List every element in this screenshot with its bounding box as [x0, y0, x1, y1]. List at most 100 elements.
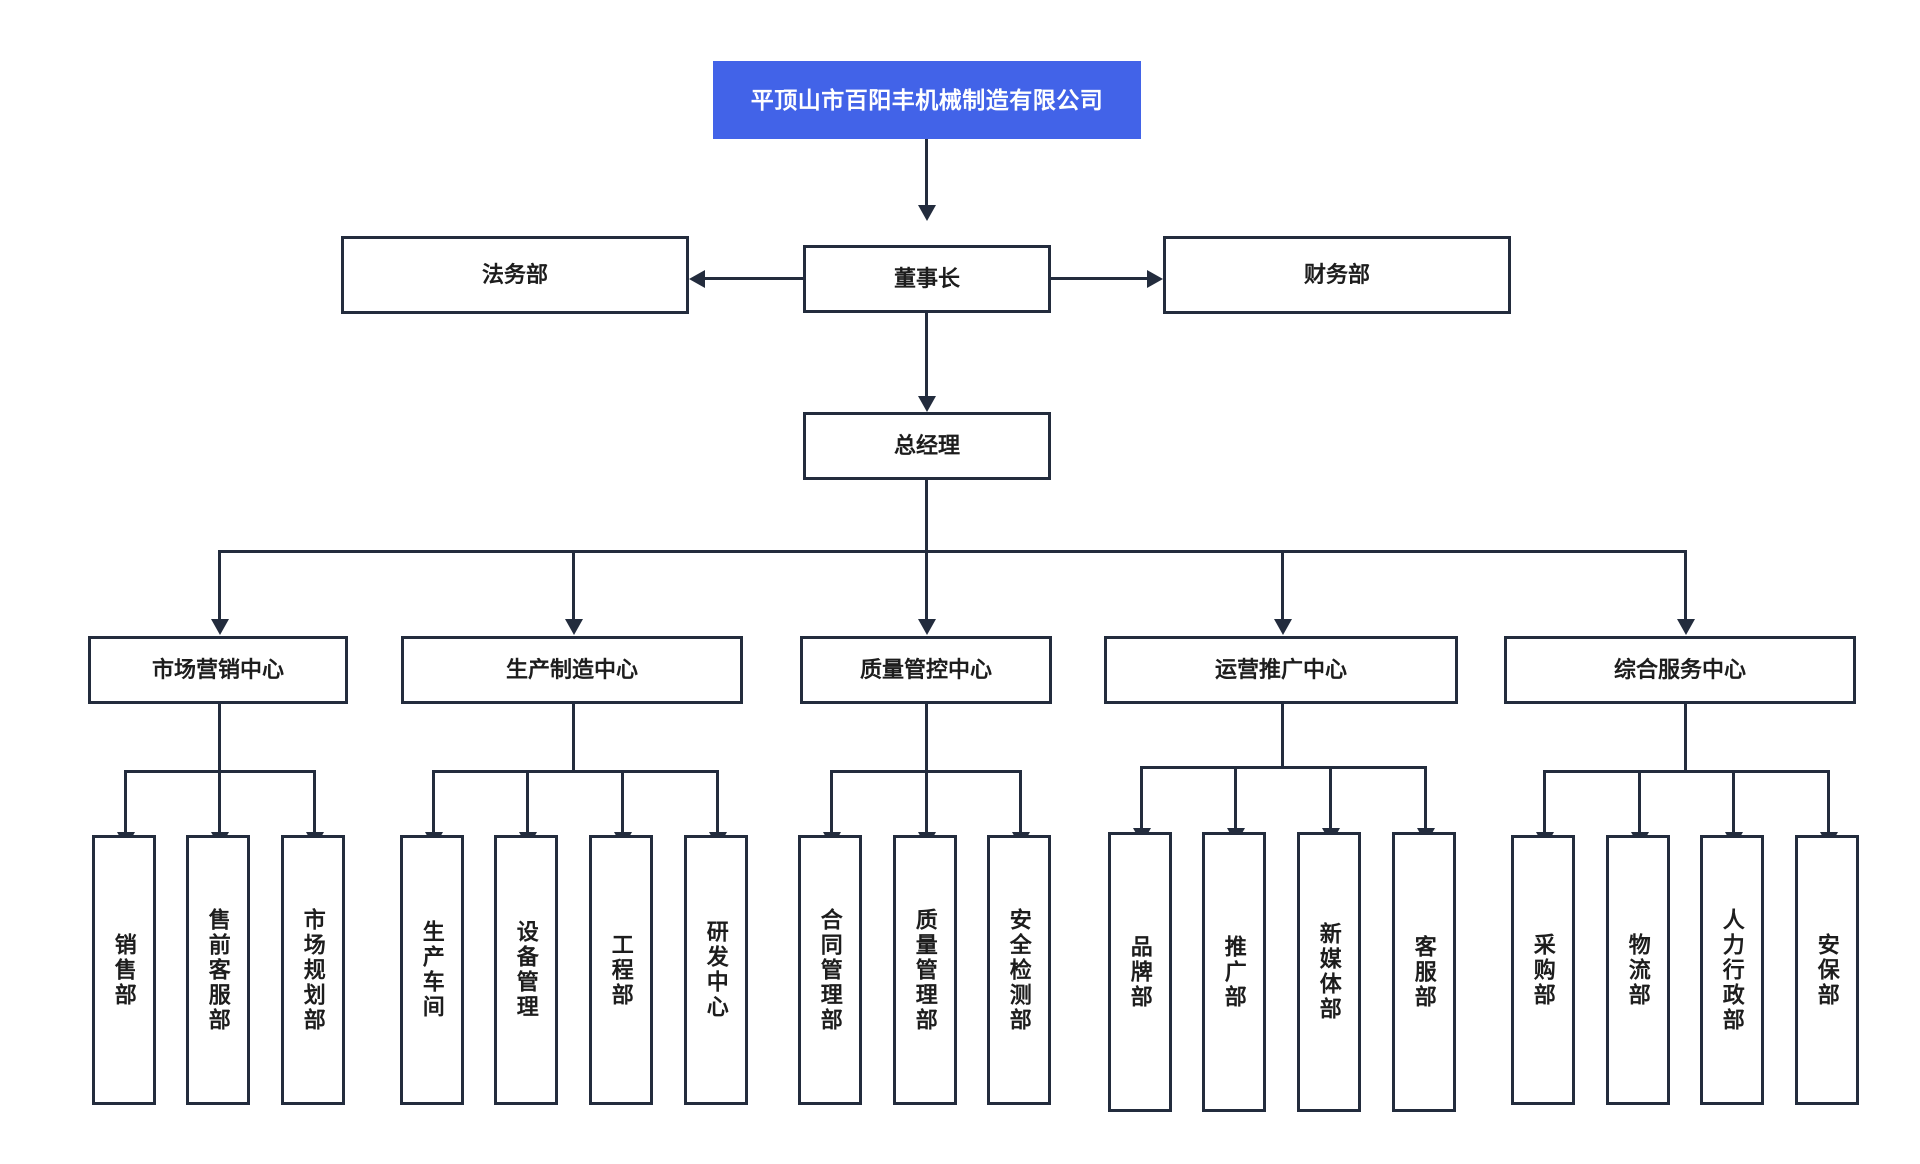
connector-busbar-group-2 — [432, 770, 716, 773]
connector-drop-g1-c1 — [124, 770, 127, 836]
connector-drop-g2-c1 — [432, 770, 435, 836]
node-label: 运营推广中心 — [1214, 657, 1347, 683]
node-label: 客服部 — [1411, 934, 1437, 1010]
connector-drop-center-5 — [1684, 550, 1687, 623]
node-dept-sales[interactable]: 销售部 — [92, 835, 156, 1105]
arrowhead-chairman-to-legal — [689, 270, 705, 288]
node-dept-market-planning[interactable]: 市场规划部 — [281, 835, 345, 1105]
node-label: 合同管理部 — [817, 907, 843, 1033]
node-label: 财务部 — [1303, 262, 1370, 288]
node-dept-presales-service[interactable]: 售前客服部 — [186, 835, 250, 1105]
connector-drop-g3-c1 — [830, 770, 833, 836]
connector-chairman-to-gm — [925, 313, 928, 400]
arrowhead-center-4 — [1274, 619, 1292, 635]
node-dept-promotion[interactable]: 推广部 — [1202, 832, 1266, 1112]
connector-stem-group-3 — [925, 704, 928, 772]
node-center-general-services[interactable]: 综合服务中心 — [1504, 636, 1856, 704]
arrowhead-center-1 — [211, 619, 229, 635]
node-legal-department[interactable]: 法务部 — [341, 236, 689, 314]
connector-stem-group-4 — [1281, 704, 1284, 768]
node-dept-quality-management[interactable]: 质量管理部 — [893, 835, 957, 1105]
connector-drop-g2-c4 — [716, 770, 719, 836]
connector-drop-g4-c4 — [1424, 766, 1427, 832]
connector-drop-g3-c2 — [925, 770, 928, 836]
node-dept-new-media[interactable]: 新媒体部 — [1297, 832, 1361, 1112]
arrowhead-center-2 — [565, 619, 583, 635]
connector-drop-center-1 — [218, 550, 221, 623]
node-chairman[interactable]: 董事长 — [803, 245, 1051, 313]
connector-drop-g2-c3 — [621, 770, 624, 836]
node-center-quality[interactable]: 质量管控中心 — [800, 636, 1052, 704]
connector-drop-g5-c3 — [1732, 770, 1735, 836]
connector-drop-center-4 — [1281, 550, 1284, 623]
node-dept-contract-management[interactable]: 合同管理部 — [798, 835, 862, 1105]
node-label: 综合服务中心 — [1613, 657, 1746, 683]
node-finance-department[interactable]: 财务部 — [1163, 236, 1511, 314]
node-label: 采购部 — [1530, 932, 1556, 1008]
connector-stem-group-1 — [218, 704, 221, 772]
connector-drop-g5-c4 — [1827, 770, 1830, 836]
node-label: 售前客服部 — [205, 907, 231, 1033]
node-label: 安全检测部 — [1006, 907, 1032, 1033]
connector-drop-g5-c1 — [1543, 770, 1546, 836]
arrowhead-root-to-chairman — [918, 205, 936, 221]
connector-chairman-to-finance — [1049, 277, 1149, 280]
node-dept-procurement[interactable]: 采购部 — [1511, 835, 1575, 1105]
node-dept-hr-administration[interactable]: 人力行政部 — [1700, 835, 1764, 1105]
arrowhead-center-3 — [918, 619, 936, 635]
connector-drop-g1-c2 — [218, 770, 221, 836]
connector-drop-g3-c3 — [1019, 770, 1022, 836]
node-dept-rnd-center[interactable]: 研发中心 — [684, 835, 748, 1105]
node-center-manufacturing[interactable]: 生产制造中心 — [401, 636, 743, 704]
connector-drop-g4-c2 — [1234, 766, 1237, 832]
node-label: 质量管控中心 — [859, 657, 992, 683]
connector-drop-g2-c2 — [526, 770, 529, 836]
node-label: 推广部 — [1221, 934, 1247, 1010]
node-label: 生产制造中心 — [505, 657, 638, 683]
node-label: 生产车间 — [419, 920, 445, 1020]
node-dept-brand[interactable]: 品牌部 — [1108, 832, 1172, 1112]
node-general-manager[interactable]: 总经理 — [803, 412, 1051, 480]
connector-drop-center-3 — [925, 550, 928, 623]
node-dept-logistics[interactable]: 物流部 — [1606, 835, 1670, 1105]
node-dept-production-workshop[interactable]: 生产车间 — [400, 835, 464, 1105]
node-dept-safety-inspection[interactable]: 安全检测部 — [987, 835, 1051, 1105]
node-label: 安保部 — [1814, 932, 1840, 1008]
connector-busbar-group-4 — [1140, 766, 1424, 769]
node-label: 平顶山市百阳丰机械制造有限公司 — [750, 86, 1104, 113]
connector-stem-group-5 — [1684, 704, 1687, 772]
connector-centers-busbar — [218, 550, 1684, 553]
connector-drop-g5-c2 — [1638, 770, 1641, 836]
node-label: 市场规划部 — [300, 907, 326, 1033]
connector-chairman-to-legal — [705, 277, 805, 280]
node-label: 法务部 — [481, 262, 548, 288]
node-label: 工程部 — [608, 932, 634, 1008]
node-label: 设备管理 — [513, 920, 539, 1020]
node-company-root[interactable]: 平顶山市百阳丰机械制造有限公司 — [713, 61, 1141, 139]
connector-drop-g1-c3 — [313, 770, 316, 836]
node-label: 质量管理部 — [912, 907, 938, 1033]
node-label: 销售部 — [111, 932, 137, 1008]
node-center-operations[interactable]: 运营推广中心 — [1104, 636, 1458, 704]
node-label: 物流部 — [1625, 932, 1651, 1008]
node-label: 董事长 — [893, 266, 960, 292]
connector-busbar-group-5 — [1543, 770, 1827, 773]
node-label: 人力行政部 — [1719, 907, 1745, 1033]
node-label: 研发中心 — [703, 920, 729, 1020]
connector-stem-group-2 — [572, 704, 575, 772]
node-dept-customer-service[interactable]: 客服部 — [1392, 832, 1456, 1112]
node-label: 新媒体部 — [1316, 922, 1342, 1022]
node-label: 市场营销中心 — [151, 657, 284, 683]
node-dept-equipment-management[interactable]: 设备管理 — [494, 835, 558, 1105]
connector-gm-stem — [925, 480, 928, 552]
node-dept-security[interactable]: 安保部 — [1795, 835, 1859, 1105]
connector-root-to-chairman — [925, 139, 928, 209]
connector-drop-g4-c3 — [1329, 766, 1332, 832]
node-label: 品牌部 — [1127, 934, 1153, 1010]
node-label: 总经理 — [893, 433, 960, 459]
arrowhead-center-5 — [1677, 619, 1695, 635]
node-center-marketing[interactable]: 市场营销中心 — [88, 636, 348, 704]
arrowhead-chairman-to-gm — [918, 396, 936, 412]
node-dept-engineering[interactable]: 工程部 — [589, 835, 653, 1105]
